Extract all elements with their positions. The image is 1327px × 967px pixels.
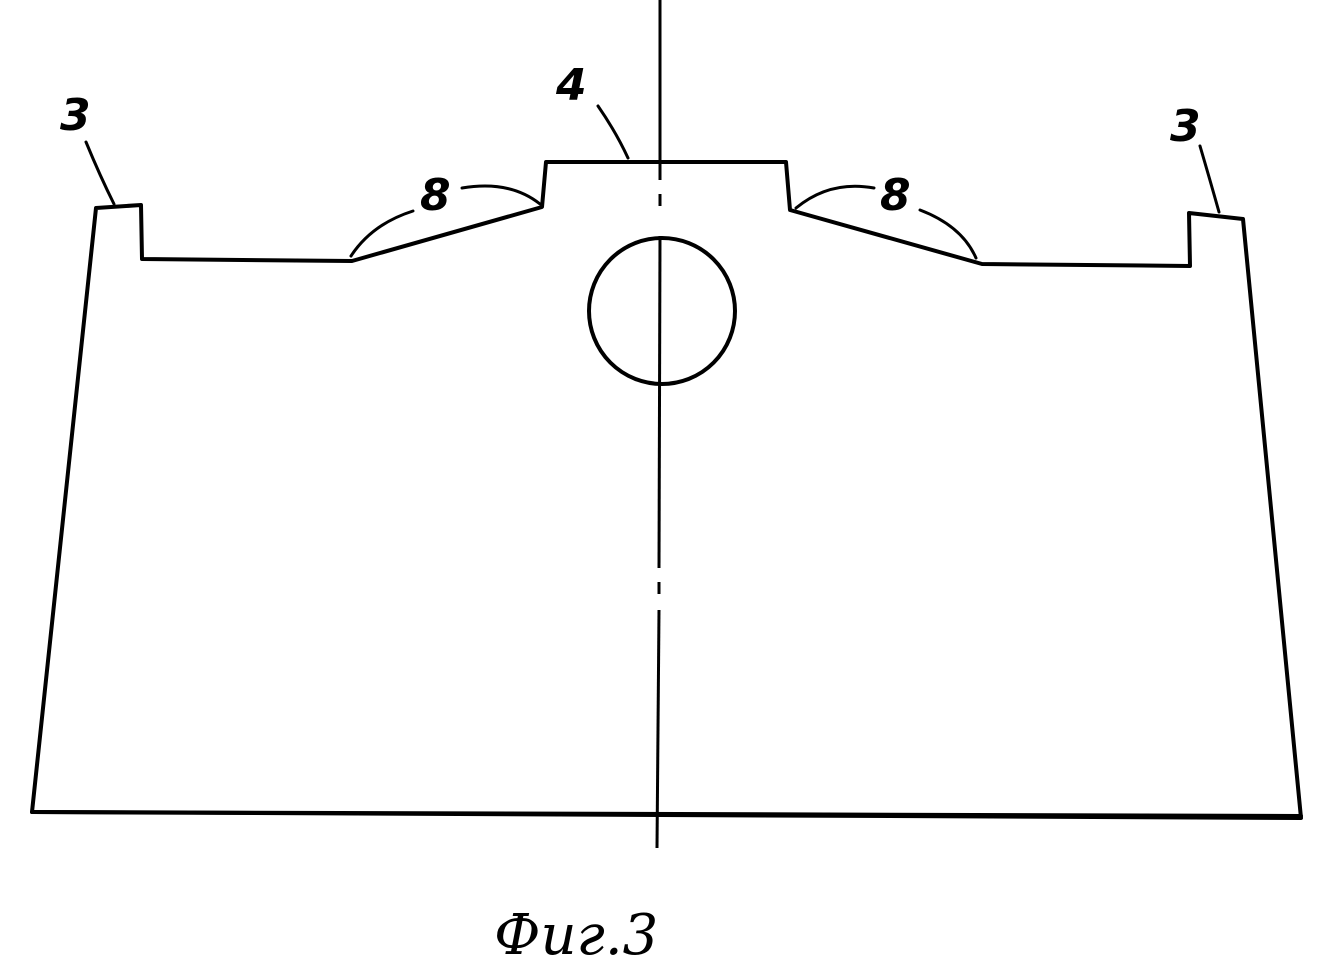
label-top-block: 4 (555, 60, 587, 111)
base-edge (30, 810, 1303, 818)
label-left-step: 3 (60, 90, 91, 141)
label-left-slope: 8 (420, 170, 451, 221)
leader-left-8-b (460, 184, 542, 206)
leader-right-8-a (794, 184, 876, 210)
leader-4 (596, 104, 630, 160)
center-axis (655, 0, 662, 849)
leader-left-3 (84, 140, 116, 206)
body-outline (30, 160, 1303, 820)
figure-caption: Фиг.3 (494, 903, 658, 967)
leader-right-3 (1198, 144, 1221, 214)
leader-right-8-b (918, 208, 978, 260)
hole-circle (587, 236, 737, 386)
label-right-slope: 8 (880, 170, 911, 221)
leader-left-8-a (349, 209, 415, 258)
label-right-step: 3 (1170, 101, 1201, 152)
